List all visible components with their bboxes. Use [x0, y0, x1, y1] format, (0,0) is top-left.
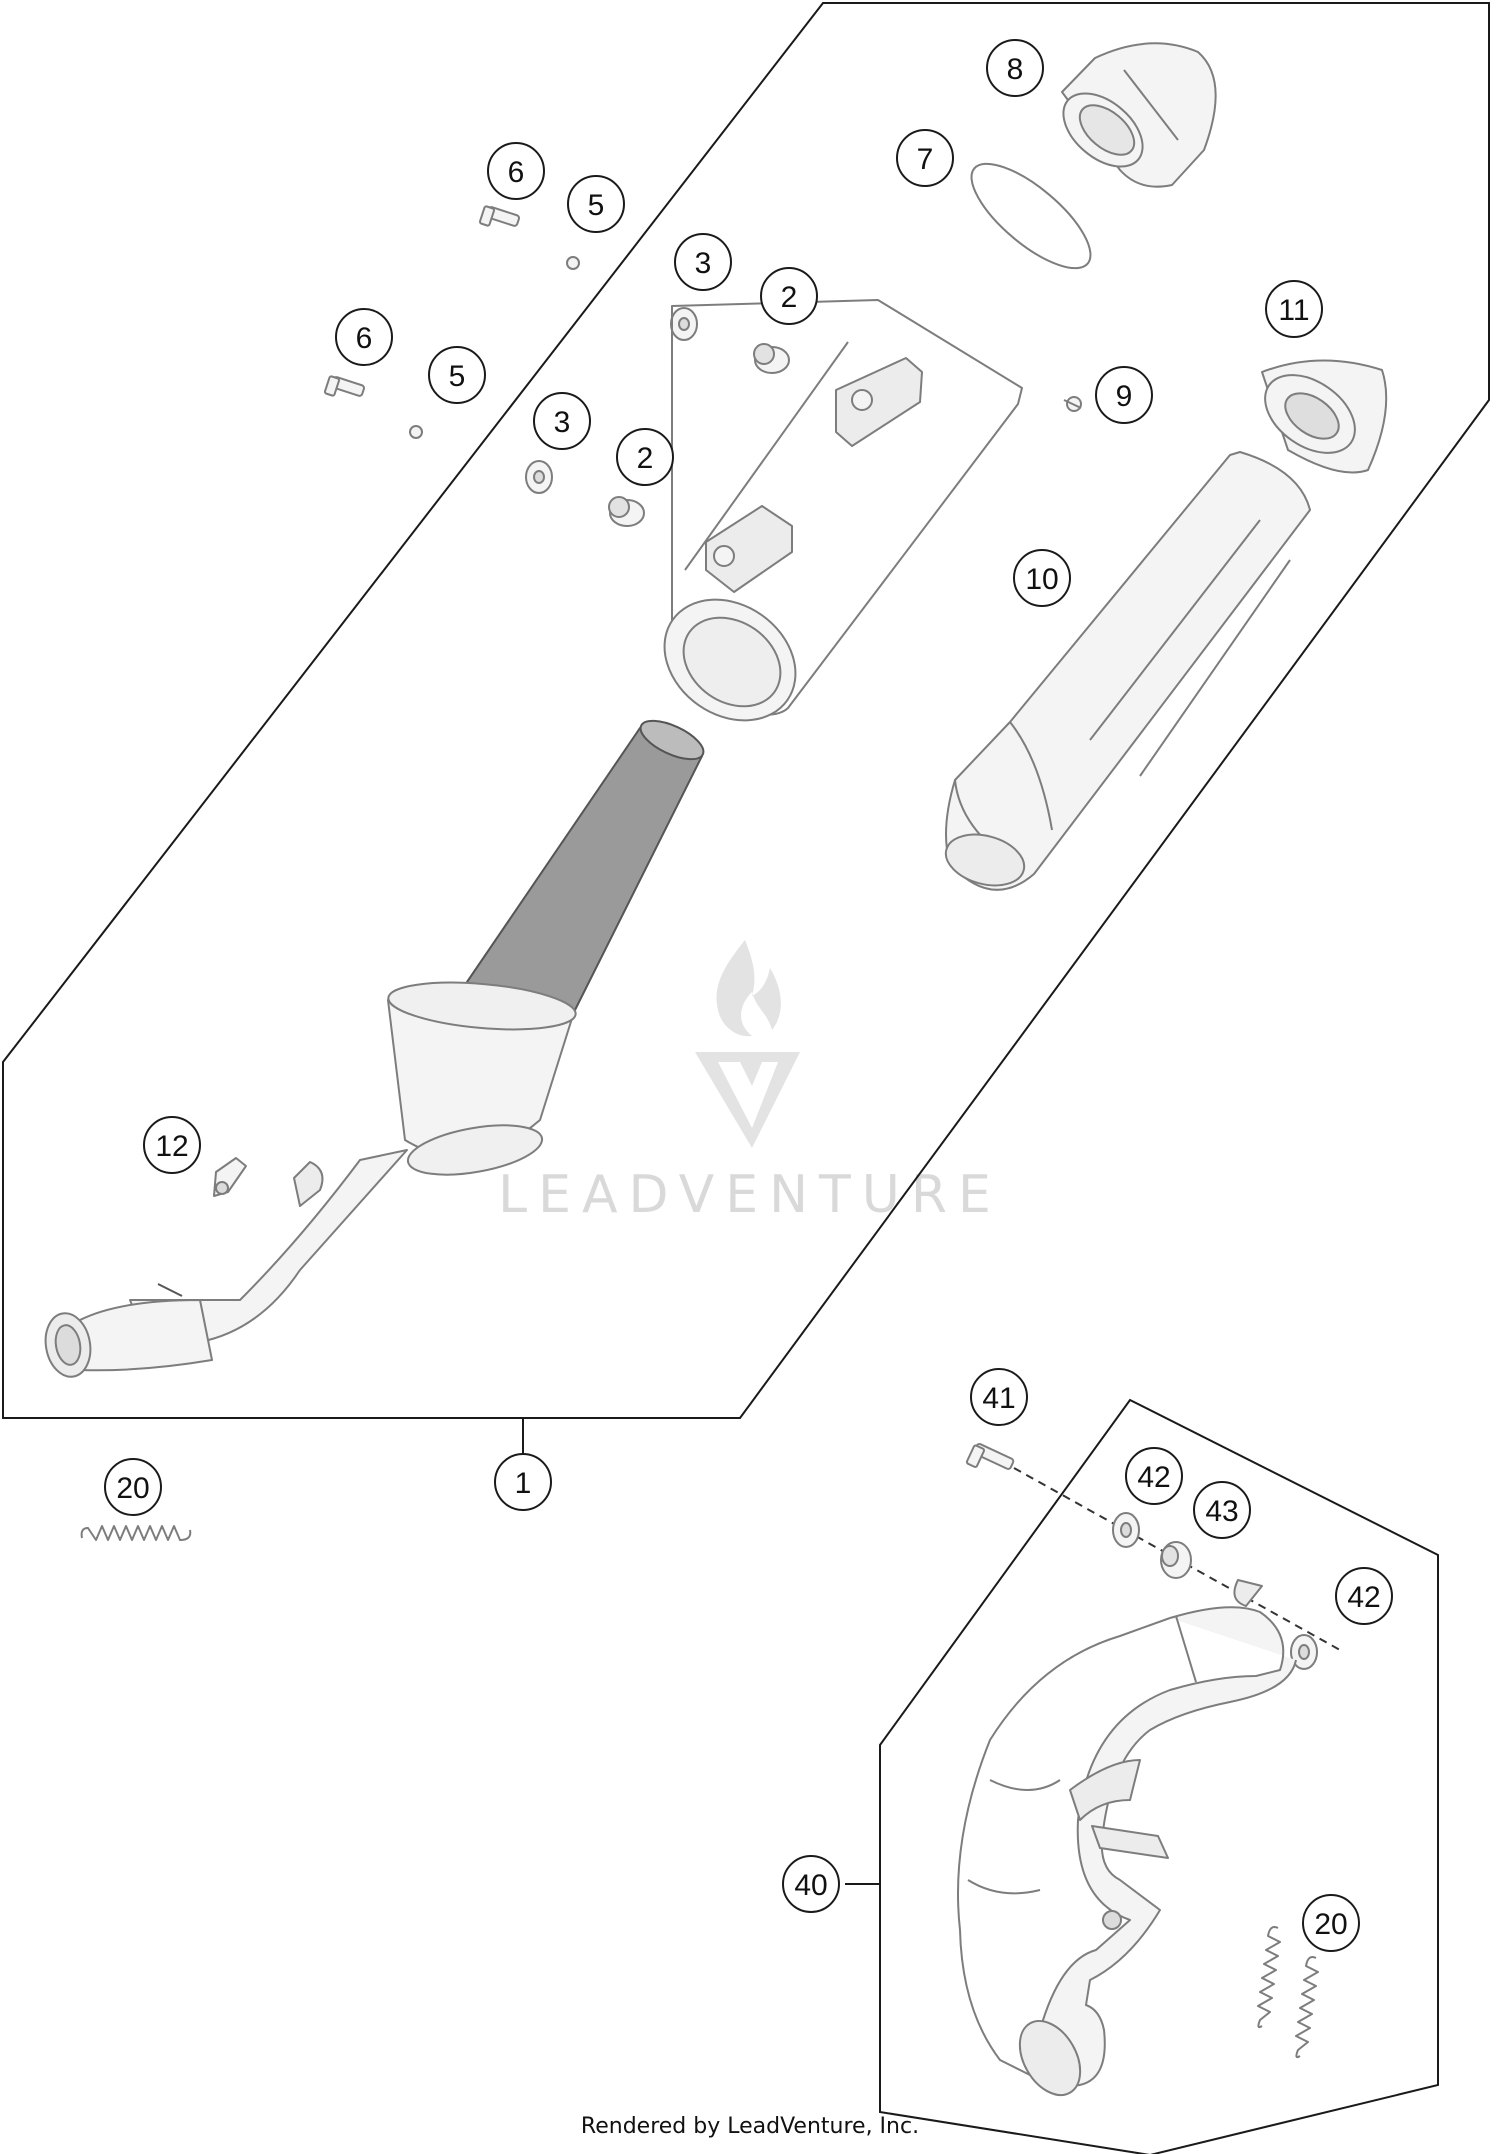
part-41-bolt: [965, 1443, 1015, 1470]
callout-11: 11: [1278, 294, 1309, 327]
callout-42-upper: 42: [1137, 1461, 1170, 1494]
part-6-bolt-upper: [478, 205, 520, 227]
part-2-bushing-upper: [753, 343, 790, 374]
part-8-end-cap: [1061, 42, 1217, 188]
part-20-spring-right-b: [1295, 1956, 1319, 2059]
callout-7-circle: [896, 129, 954, 187]
callout-6-upper: 6: [508, 156, 525, 189]
part-5-washer-upper: [566, 256, 580, 270]
callout-40: 40: [794, 1869, 827, 1902]
callout-12-circle: [143, 1116, 201, 1174]
callout-3-circle-upper: [674, 233, 732, 291]
part-40-header-pipe: [957, 1579, 1297, 2096]
callout-2-lower: 2: [637, 442, 654, 475]
part-42-washer-lower: [1290, 1634, 1318, 1670]
callout-2-circle-upper: [760, 267, 818, 325]
callout-9: 9: [1116, 380, 1133, 413]
part-1-silencer-core: [663, 299, 1023, 722]
kit-1-outline: [1, 2, 1490, 1419]
callout-6-lower: 6: [356, 322, 373, 355]
callout-3-upper: 3: [695, 247, 712, 280]
part-5-washer-lower: [409, 425, 423, 439]
part-11-inner-cap: [1261, 359, 1388, 474]
callout-8: 8: [1007, 53, 1024, 86]
callout-11-circle: [1265, 280, 1323, 338]
callout-3-circle-lower: [533, 392, 591, 450]
part-3-grommet-lower: [525, 460, 553, 494]
callout-5-upper: 5: [588, 189, 605, 222]
callout-6-circle-lower: [335, 308, 393, 366]
callout-5-circle-upper: [567, 175, 625, 233]
callout-41-circle: [970, 1368, 1028, 1426]
part-1-exhaust-pipe: [44, 719, 705, 1378]
callout-10: 10: [1025, 563, 1058, 596]
watermark-text: LEADVENTURE: [498, 1165, 1002, 1225]
callout-2-upper: 2: [781, 281, 798, 314]
callout-5-circle-lower: [428, 346, 486, 404]
callout-43: 43: [1205, 1495, 1238, 1528]
leadventure-flame-logo: [695, 940, 800, 1148]
part-7-gasket: [970, 162, 1092, 270]
callout-12: 12: [155, 1130, 188, 1163]
callout-6-circle-upper: [487, 142, 545, 200]
callout-42-circle-lower: [1335, 1567, 1393, 1625]
part-9-screw: [1063, 396, 1082, 412]
rendered-by-footer: Rendered by LeadVenture, Inc.: [581, 2114, 919, 2139]
callout-7: 7: [917, 143, 934, 176]
callout-10-circle: [1013, 549, 1071, 607]
callout-42-lower: 42: [1347, 1581, 1380, 1614]
callout-20-circle-left: [104, 1458, 162, 1516]
kit-40-outline: [879, 1398, 1439, 2154]
part-12-clip: [213, 1157, 247, 1197]
callout-9-circle: [1095, 366, 1153, 424]
part-2-bushing-lower: [608, 496, 645, 527]
callout-42-circle-upper: [1125, 1447, 1183, 1505]
callout-40-circle: [782, 1855, 840, 1913]
callout-20-circle-right: [1302, 1894, 1360, 1952]
part-20-spring-right-a: [1257, 1926, 1281, 2029]
callout-43-circle: [1193, 1481, 1251, 1539]
part-20-spring-left: [80, 1525, 192, 1541]
callout-41: 41: [982, 1382, 1015, 1415]
part-3-grommet-upper: [670, 307, 698, 341]
part-42-washer-upper: [1112, 1512, 1140, 1548]
callout-1-circle: [494, 1453, 552, 1511]
callout-20-right: 20: [1314, 1908, 1347, 1941]
callout-8-circle: [986, 39, 1044, 97]
leadventure-watermark: LEADVENTURE: [498, 940, 1002, 1225]
part-10-silencer-sleeve: [944, 451, 1311, 891]
part-43-spacer: [1160, 1541, 1192, 1579]
part-6-bolt-lower: [323, 375, 365, 397]
callout-2-circle-lower: [616, 428, 674, 486]
callout-20-left: 20: [116, 1472, 149, 1505]
callout-3-lower: 3: [554, 406, 571, 439]
callout-1: 1: [515, 1467, 532, 1500]
callout-5-lower: 5: [449, 360, 466, 393]
